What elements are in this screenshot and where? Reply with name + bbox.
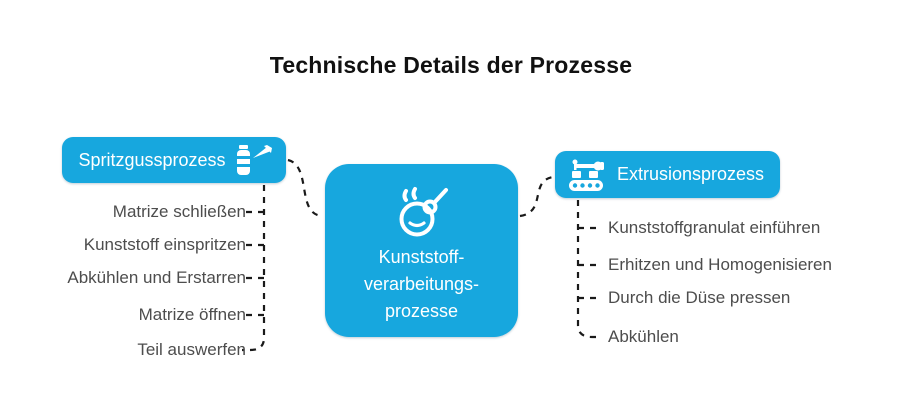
list-item: Abkühlen	[608, 327, 679, 346]
node-extrusionsprozess-label: Extrusionsprozess	[616, 164, 765, 184]
list-item: Matrize schließen	[112, 202, 246, 221]
list-item: Kunststoffgranulat einführen	[608, 218, 821, 237]
node-spritzgussprozess: Spritzgussprozess	[62, 137, 286, 183]
list-item: Kunststoff einspritzen	[83, 235, 246, 254]
melting-pot-icon	[393, 182, 451, 240]
list-item: Erhitzen und Homogenisieren	[608, 255, 832, 274]
list-item: Matrize öffnen	[138, 305, 246, 324]
list-item: Abkühlen und Erstarren	[67, 268, 246, 287]
node-center-label: Kunststoff- verarbeitungs- prozesse	[363, 247, 480, 321]
node-spritzgussprozess-label: Spritzgussprozess	[78, 149, 226, 170]
list-item: Teil auswerfen	[137, 340, 246, 359]
injection-molding-icon	[236, 144, 272, 176]
diagram-title: Technische Details der Prozesse	[269, 52, 633, 78]
extruder-machine-icon	[568, 158, 607, 192]
list-item: Durch die Düse pressen	[608, 288, 791, 307]
node-kunststoffverarbeitungsprozesse: Kunststoff- verarbeitungs- prozesse	[325, 164, 518, 337]
node-extrusionsprozess: Extrusionsprozess	[555, 151, 780, 198]
